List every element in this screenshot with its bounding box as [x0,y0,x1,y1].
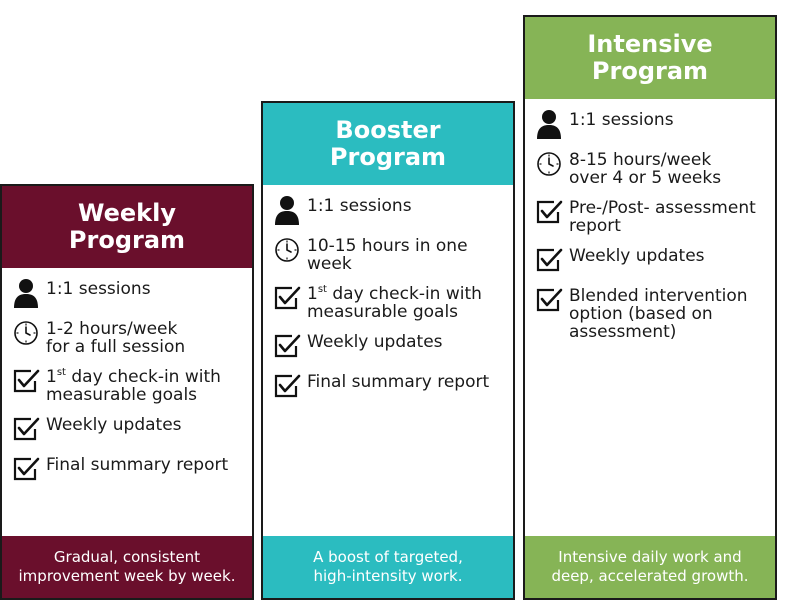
feature-text: 1:1 sessions [307,196,412,216]
booster-program-title: Booster Program [263,103,513,185]
feature-item: Weekly updates [271,331,509,361]
person-icon [271,195,303,225]
weekly-program-title: Weekly Program [2,186,252,268]
booster-feature-list: 1:1 sessions 10-15 hours in one week 1st d… [263,185,513,536]
intensive-feature-list: 1:1 sessions 8-15 hours/week over 4 or 5 … [525,99,775,536]
feature-item: Final summary report [271,371,509,401]
weekly-feature-list: 1:1 sessions 1-2 hours/week for a full se… [2,268,252,536]
feature-text-number: 1 [46,367,57,387]
checkbox-icon [271,283,303,313]
feature-item: 1:1 sessions [10,278,248,308]
checkbox-icon [271,331,303,361]
feature-item: Blended intervention option (based on as… [533,285,771,341]
feature-text: 1st day check-in with measurable goals [303,283,482,322]
feature-text: 1st day check-in with measurable goals [42,366,221,405]
feature-item: 1-2 hours/week for a full session [10,318,248,356]
feature-item: 8-15 hours/week over 4 or 5 weeks [533,149,771,187]
feature-text-rest: day check-in with measurable goals [307,284,482,322]
weekly-program-tagline: Gradual, consistent improvement week by … [2,536,252,598]
feature-item: Final summary report [10,454,248,484]
feature-text: Final summary report [307,372,490,392]
intensive-program-title: Intensive Program [525,17,775,99]
clock-icon [271,235,303,265]
feature-text: 10-15 hours in one week [307,236,468,274]
feature-text: Weekly updates [569,246,705,266]
feature-item: 1st day check-in with measurable goals [10,366,248,404]
feature-item: 1:1 sessions [533,109,771,139]
checkbox-icon [271,371,303,401]
feature-text: 1:1 sessions [46,279,151,299]
feature-text: 8-15 hours/week over 4 or 5 weeks [569,150,722,188]
feature-text-rest: day check-in with measurable goals [46,367,221,405]
feature-item: 1st day check-in with measurable goals [271,283,509,321]
checkbox-icon [533,285,565,315]
weekly-program-card: Weekly Program 1:1 sessions 1-2 hours/wee… [0,184,254,600]
feature-text: 1-2 hours/week for a full session [46,319,186,357]
clock-icon [10,318,42,348]
checkbox-icon [10,454,42,484]
feature-text: 1:1 sessions [569,110,674,130]
feature-text-number: 1 [307,284,318,304]
feature-item: 1:1 sessions [271,195,509,225]
feature-item: Weekly updates [533,245,771,275]
feature-item: 10-15 hours in one week [271,235,509,273]
feature-text: Weekly updates [307,332,443,352]
checkbox-icon [533,197,565,227]
feature-text: Pre-/Post- assessment report [569,198,756,236]
checkbox-icon [533,245,565,275]
intensive-program-card: Intensive Program 1:1 sessions 8-15 hours… [523,15,777,600]
feature-text: Blended intervention option (based on as… [569,286,748,342]
checkbox-icon [10,366,42,396]
feature-text: Weekly updates [46,415,182,435]
feature-text: Final summary report [46,455,229,475]
feature-item: Pre-/Post- assessment report [533,197,771,235]
feature-text-ordinal: st [56,367,66,378]
person-icon [10,278,42,308]
feature-text-ordinal: st [317,284,327,295]
booster-program-card: Booster Program 1:1 sessions 10-15 hours … [261,101,515,600]
person-icon [533,109,565,139]
feature-item: Weekly updates [10,414,248,444]
checkbox-icon [10,414,42,444]
clock-icon [533,149,565,179]
booster-program-tagline: A boost of targeted, high-intensity work… [263,536,513,598]
intensive-program-tagline: Intensive daily work and deep, accelerat… [525,536,775,598]
